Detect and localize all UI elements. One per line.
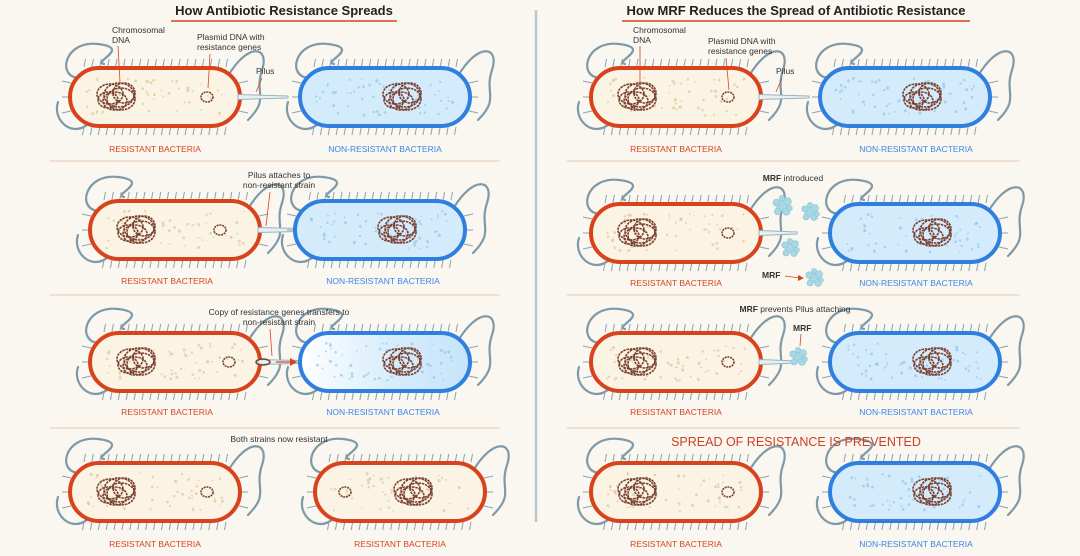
l4-resistant-bacterium-b <box>302 439 509 530</box>
label-chromosomal-dna-1: Chromosomal <box>112 25 165 35</box>
label-mrf-row3: MRF <box>793 323 811 333</box>
right-label-plasmid-1: Plasmid DNA with <box>708 36 776 46</box>
mrf-particle-1 <box>773 195 792 215</box>
label-spread-prevented: SPREAD OF RESISTANCE IS PREVENTED <box>671 435 921 449</box>
r3-caption-resistant: RESISTANT BACTERIA <box>630 407 722 417</box>
label-pilus: Pilus <box>256 66 274 76</box>
mrf-particle-3 <box>782 238 800 256</box>
label-mrf-introduced: MRF introduced <box>763 173 824 183</box>
l4-resistant-bacterium-a <box>57 439 264 530</box>
pointer-mrf-row3 <box>800 334 801 346</box>
r4-nonresistant-bacterium <box>817 439 1024 530</box>
label-mrf-prevents: MRF prevents Pilus attaching <box>739 304 850 314</box>
cell-body <box>315 463 485 521</box>
r2-resistant-bacterium <box>578 180 797 271</box>
right-title: How MRF Reduces the Spread of Antibiotic… <box>626 3 965 18</box>
l1-caption-resistant: RESISTANT BACTERIA <box>109 144 201 154</box>
r1-caption-resistant: RESISTANT BACTERIA <box>630 144 722 154</box>
label-pilus-attaches-2: non-resistant strain <box>243 180 316 190</box>
l1-resistant-bacterium <box>57 44 288 135</box>
r4-resistant-bacterium <box>578 439 785 530</box>
r2-caption-nonresistant: NON-RESISTANT BACTERIA <box>859 278 973 288</box>
label-copy-transfers-1: Copy of resistance genes transfers to <box>209 307 350 317</box>
arrowhead-mrf-row2 <box>798 275 804 281</box>
r4-caption-nonresistant: NON-RESISTANT BACTERIA <box>859 539 973 549</box>
pilus <box>759 231 797 236</box>
mrf-particle-2 <box>802 202 820 220</box>
label-plasmid-1: Plasmid DNA with <box>197 32 265 42</box>
mrf-particle-4 <box>806 268 824 286</box>
l2-nonresistant-bacterium <box>282 177 489 268</box>
cell-body <box>70 68 240 126</box>
cell-body <box>70 463 240 521</box>
pilus <box>759 95 809 100</box>
right-label-chromosomal-dna-2: DNA <box>633 35 651 45</box>
label-chromosomal-dna-2: DNA <box>112 35 130 45</box>
label-both-resistant: Both strains now resistant <box>230 434 328 444</box>
l2-resistant-bacterium <box>77 177 320 268</box>
l1-caption-nonresistant: NON-RESISTANT BACTERIA <box>328 144 442 154</box>
label-copy-transfers-2: non-resistant strain <box>243 317 316 327</box>
mrf-particle-blocking <box>790 347 808 365</box>
cell-body <box>591 68 761 126</box>
cell-body <box>591 333 761 391</box>
l2-caption-resistant: RESISTANT BACTERIA <box>121 276 213 286</box>
r1-caption-nonresistant: NON-RESISTANT BACTERIA <box>859 144 973 154</box>
r2-caption-resistant: RESISTANT BACTERIA <box>630 278 722 288</box>
l3-caption-resistant: RESISTANT BACTERIA <box>121 407 213 417</box>
pilus <box>238 95 288 100</box>
transfer-arrowhead <box>290 358 297 366</box>
r2-nonresistant-bacterium <box>817 180 1024 271</box>
r1-nonresistant-bacterium <box>807 44 1014 135</box>
r3-caption-nonresistant: NON-RESISTANT BACTERIA <box>859 407 973 417</box>
pointer-mrf-row2 <box>785 276 800 278</box>
cell-body <box>591 463 761 521</box>
l4-caption-resistant-b: RESISTANT BACTERIA <box>354 539 446 549</box>
l2-caption-nonresistant: NON-RESISTANT BACTERIA <box>326 276 440 286</box>
r1-resistant-bacterium <box>578 44 809 135</box>
l4-caption-resistant-a: RESISTANT BACTERIA <box>109 539 201 549</box>
pointer-copy-transfers <box>270 329 272 356</box>
r4-caption-resistant: RESISTANT BACTERIA <box>630 539 722 549</box>
right-label-pilus: Pilus <box>776 66 794 76</box>
r3-nonresistant-bacterium <box>817 309 1024 400</box>
left-title: How Antibiotic Resistance Spreads <box>175 3 393 18</box>
l3-nonresistant-bacterium <box>287 309 494 400</box>
pointer-pilus-attaches <box>266 192 270 226</box>
right-label-chromosomal-dna-1: Chromosomal <box>633 25 686 35</box>
right-label-plasmid-2: resistance genes <box>708 46 772 56</box>
label-pilus-attaches-1: Pilus attaches to <box>248 170 311 180</box>
label-plasmid-2: resistance genes <box>197 42 261 52</box>
r3-resistant-bacterium <box>578 309 797 400</box>
cell-body <box>591 204 761 262</box>
cell-body <box>90 201 260 259</box>
l1-nonresistant-bacterium <box>287 44 494 135</box>
l3-caption-nonresistant: NON-RESISTANT BACTERIA <box>326 407 440 417</box>
label-mrf-row2: MRF <box>762 270 780 280</box>
